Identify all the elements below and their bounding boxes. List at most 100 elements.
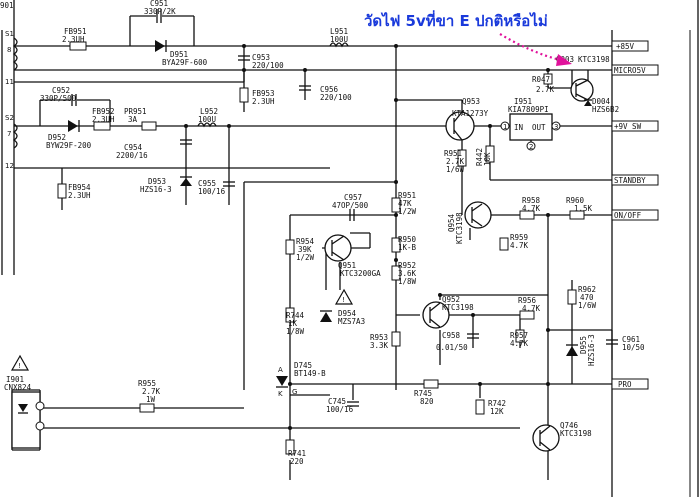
svg-text:KTA1273Y: KTA1273Y bbox=[452, 109, 489, 118]
svg-text:4.7K: 4.7K bbox=[522, 304, 541, 313]
svg-text:R960: R960 bbox=[566, 196, 585, 205]
zener-d954: D954 MZS7A3 bbox=[320, 309, 365, 326]
zener-d004: D004 HZS6B2 bbox=[584, 97, 619, 114]
resistor-r958-top: R958 4.7K bbox=[519, 196, 541, 220]
svg-text:47OP/500: 47OP/500 bbox=[332, 201, 369, 210]
transistor-q954: Q954 KTC3198 bbox=[447, 201, 492, 244]
svg-text:G: G bbox=[292, 388, 297, 396]
svg-text:C961: C961 bbox=[622, 335, 640, 344]
svg-text:Q952: Q952 bbox=[442, 295, 460, 304]
capacitor-c745: C745 100/16 bbox=[326, 397, 359, 414]
net-plus9v-sw: +9V_SW bbox=[614, 122, 642, 131]
svg-text:KTC3198: KTC3198 bbox=[560, 429, 592, 438]
regulator-ic951: I951 KIA7809PI IN OUT 1 2 3 bbox=[500, 97, 561, 151]
svg-text:HZS16-3: HZS16-3 bbox=[140, 185, 172, 194]
svg-text:R956: R956 bbox=[518, 296, 537, 305]
svg-text:R959: R959 bbox=[510, 233, 528, 242]
svg-text:R952: R952 bbox=[398, 261, 416, 270]
ferrite-fb954: FB954 2.3UH bbox=[57, 183, 91, 200]
svg-text:CNX824: CNX824 bbox=[4, 383, 32, 392]
svg-text:D953: D953 bbox=[148, 177, 166, 186]
transformer-secondary: 901 S1 8 11 S2 7 12 bbox=[0, 0, 18, 275]
svg-text:KTC3200GA: KTC3200GA bbox=[340, 269, 381, 278]
svg-text:R442: R442 bbox=[475, 148, 484, 166]
capacitor-c951: C951 330P/2K bbox=[144, 0, 176, 23]
svg-text:220: 220 bbox=[290, 457, 304, 466]
svg-text:R744: R744 bbox=[286, 311, 305, 320]
svg-text:D952: D952 bbox=[48, 133, 66, 142]
wiring bbox=[11, 0, 699, 497]
resistor-r959: R959 4.7K bbox=[499, 233, 529, 251]
svg-text:1/2W: 1/2W bbox=[296, 253, 315, 262]
svg-text:C957: C957 bbox=[344, 193, 362, 202]
svg-text:100/16: 100/16 bbox=[326, 405, 354, 414]
svg-text:330P/500: 330P/500 bbox=[40, 94, 77, 103]
svg-text:KTC3198: KTC3198 bbox=[455, 212, 464, 244]
ferrite-fb951: FB951 2.3UH bbox=[62, 27, 87, 51]
svg-text:D954: D954 bbox=[338, 309, 357, 318]
net-pro: PRO bbox=[618, 380, 632, 389]
svg-text:D004: D004 bbox=[592, 97, 611, 106]
svg-text:R951: R951 bbox=[398, 191, 416, 200]
capacitor-c952: C952 330P/500 bbox=[40, 86, 77, 106]
svg-text:2.3UH: 2.3UH bbox=[92, 115, 115, 124]
svg-text:3.3K: 3.3K bbox=[370, 341, 389, 350]
svg-text:0.01/50: 0.01/50 bbox=[436, 343, 468, 352]
transistor-q746: Q746 KTC3198 bbox=[532, 421, 592, 452]
svg-text:220/100: 220/100 bbox=[320, 93, 352, 102]
capacitor-c957: C957 47OP/500 bbox=[332, 193, 369, 221]
svg-text:MZS7A3: MZS7A3 bbox=[338, 317, 365, 326]
resistor-r741: R741 220 bbox=[285, 439, 306, 466]
svg-text:A: A bbox=[278, 366, 283, 374]
svg-text:1.5K: 1.5K bbox=[574, 204, 593, 213]
svg-text:BYA29F-600: BYA29F-600 bbox=[162, 58, 208, 67]
resistor-r951-47k: R951 47K 1/2W bbox=[391, 191, 417, 216]
resistor-r744: R744 1K 1/8W bbox=[285, 307, 305, 336]
svg-text:2.7K: 2.7K bbox=[142, 387, 161, 396]
warning-icon: ! ! bbox=[10, 288, 354, 371]
svg-text:PR951: PR951 bbox=[124, 107, 147, 116]
transformer-pin-12: 12 bbox=[5, 162, 14, 170]
svg-text:L952: L952 bbox=[200, 107, 218, 116]
svg-text:R741: R741 bbox=[288, 449, 306, 458]
svg-text:HZS16-3: HZS16-3 bbox=[587, 334, 596, 366]
svg-text:C958: C958 bbox=[442, 331, 461, 340]
svg-text:100/16: 100/16 bbox=[198, 187, 226, 196]
svg-text:!: ! bbox=[18, 362, 21, 370]
svg-text:C953: C953 bbox=[252, 53, 270, 62]
svg-text:3.6K: 3.6K bbox=[398, 269, 417, 278]
svg-text:820: 820 bbox=[420, 397, 434, 406]
svg-text:470: 470 bbox=[580, 293, 594, 302]
svg-text:2200/16: 2200/16 bbox=[116, 151, 148, 160]
svg-text:1/2W: 1/2W bbox=[398, 207, 417, 216]
svg-text:R951: R951 bbox=[444, 149, 462, 158]
svg-text:1K: 1K bbox=[288, 319, 298, 328]
fuse-pr951: PR951 3A bbox=[124, 107, 157, 131]
net-standby: STANDBY bbox=[614, 176, 646, 185]
resistor-r442: R442 10K bbox=[475, 145, 495, 166]
svg-text:C745: C745 bbox=[328, 397, 346, 406]
svg-text:FB953: FB953 bbox=[252, 89, 275, 98]
svg-text:Q746: Q746 bbox=[560, 421, 579, 430]
optocoupler-i901: I901 CNX824 bbox=[4, 375, 45, 449]
svg-text:R953: R953 bbox=[370, 333, 388, 342]
annotation-arrowhead bbox=[556, 54, 572, 66]
svg-text:Q953: Q953 bbox=[462, 97, 480, 106]
svg-text:2: 2 bbox=[529, 143, 533, 151]
svg-text:FB952: FB952 bbox=[92, 107, 115, 116]
inductor-l952: L952 100U bbox=[197, 107, 218, 128]
scr-d745: A K G D745 BT149-B bbox=[276, 361, 326, 398]
transformer-pin-11: 11 bbox=[5, 78, 14, 86]
svg-text:Q954: Q954 bbox=[447, 213, 456, 232]
svg-text:100U: 100U bbox=[198, 115, 216, 124]
inductor-l951: L951 100U bbox=[329, 27, 349, 48]
svg-text:C952: C952 bbox=[52, 86, 70, 95]
capacitor-c954: C954 2200/16 bbox=[116, 139, 192, 160]
svg-text:!: ! bbox=[342, 296, 345, 304]
resistor-r950: R950 1K-B bbox=[391, 235, 417, 253]
zener-d953: D953 HZS16-3 bbox=[140, 176, 192, 194]
capacitor-c955: C955 100/16 bbox=[198, 179, 235, 196]
transformer-pin-8: 8 bbox=[7, 46, 11, 54]
svg-text:R957: R957 bbox=[510, 331, 528, 340]
svg-text:OUT: OUT bbox=[532, 123, 546, 132]
